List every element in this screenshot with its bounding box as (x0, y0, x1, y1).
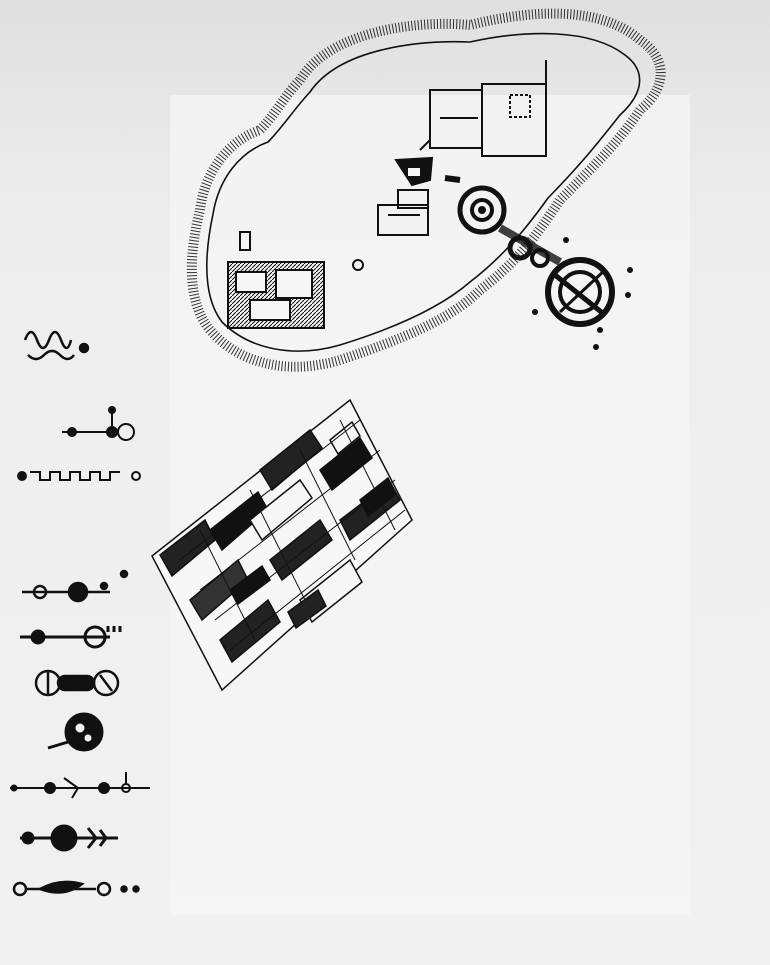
small-ring-mark (352, 259, 364, 271)
site-contour-line (206, 32, 641, 352)
dot-chain-glyph (10, 772, 150, 799)
squiggle-glyph (23, 330, 90, 361)
capsule-glyph (34, 669, 120, 697)
ring-glyph (47, 712, 104, 752)
axonometric-building (151, 398, 413, 692)
site-plan (186, 8, 666, 372)
key-glyph (20, 625, 122, 649)
chain-glyph (17, 471, 141, 481)
node-tree-glyph (62, 406, 135, 441)
axonometric-blocks (159, 420, 401, 664)
spindle-glyph (12, 880, 140, 897)
building-group-north (419, 60, 547, 157)
glyph-legend (10, 330, 150, 897)
bead-strand-glyph (22, 569, 129, 603)
building-complex-west (227, 231, 325, 329)
target-emblem (532, 237, 633, 350)
figure-glyph (20, 824, 118, 852)
building-group-center (377, 189, 429, 236)
axis-marker (394, 156, 562, 268)
axonometric-grid (179, 419, 406, 651)
